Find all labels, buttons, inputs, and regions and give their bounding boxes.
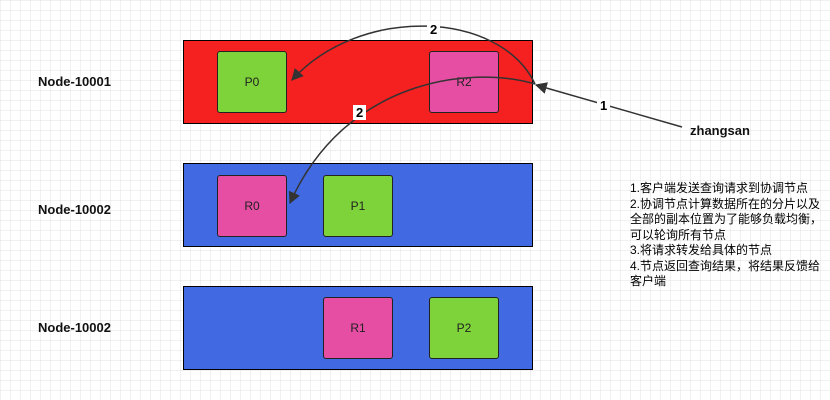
node-label-10002-a: Node-10002: [38, 202, 111, 217]
arrow-label-2-top: 2: [427, 22, 441, 37]
shard-r0[interactable]: R0: [217, 175, 287, 237]
client-label: zhangsan: [690, 123, 750, 138]
note-item-1: 1.客户端发送查询请求到协调节点: [630, 181, 809, 195]
node-label-10001: Node-10001: [38, 74, 111, 89]
note-item-4: 4.节点返回查询结果，将结果反馈给客户端: [630, 258, 821, 289]
arrow-label-2-mid: 2: [353, 105, 367, 120]
shard-p1[interactable]: P1: [323, 175, 393, 237]
forward-arrow-p0: [291, 25, 536, 85]
notes-panel: 1.客户端发送查询请求到协调节点 2.协调节点计算数据所在的分片以及全部的副本位…: [630, 181, 826, 290]
node-box-10002-b[interactable]: R1 P2: [183, 286, 533, 370]
note-item-3: 3.将请求转发给具体的节点: [630, 243, 773, 257]
forward-arrow-r0: [288, 76, 536, 205]
shard-r1[interactable]: R1: [323, 297, 393, 359]
shard-p2[interactable]: P2: [429, 297, 499, 359]
note-item-2: 2.协调节点计算数据所在的分片以及全部的副本位置为了能够负载均衡，可以轮询所有节…: [630, 196, 823, 242]
shard-p0[interactable]: P0: [217, 51, 287, 113]
node-label-10002-b: Node-10002: [38, 320, 111, 335]
node-box-10002-a[interactable]: R0 P1: [183, 163, 533, 247]
node-box-10001[interactable]: P0 R2: [183, 40, 533, 124]
arrow-label-1: 1: [597, 98, 611, 113]
